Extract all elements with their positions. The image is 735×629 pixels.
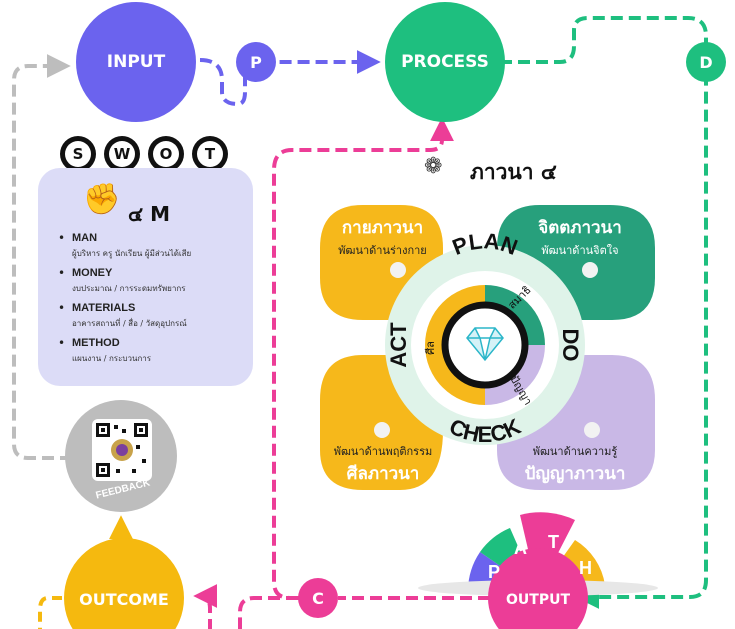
process-node-label: PROCESS: [401, 52, 489, 72]
path-letter-t: T: [548, 532, 559, 552]
connector-process-to-output: [500, 16, 708, 609]
connector-check-to-process: [272, 117, 454, 600]
connector-outcome-left: [38, 596, 62, 629]
petal-bottom-left-title: ศีลภาวนา: [346, 464, 420, 484]
badge-p-circle: [236, 42, 276, 82]
swot-s: S: [60, 136, 96, 172]
connector-to-outcome-arrow: [193, 584, 218, 629]
diamond-icon: [466, 327, 504, 362]
fist-icon: ✊: [83, 182, 121, 217]
pin-bottom-right: [584, 422, 600, 438]
petal-top-left-text: กายภาวนา พัฒนาด้านร่างกาย: [325, 214, 440, 259]
qr-pattern: [96, 423, 148, 477]
petal-top-right-sub: พัฒนาด้านจิตใจ: [541, 244, 619, 257]
petal-bottom-left-sub: พัฒนาด้านพฤติกรรม: [333, 445, 433, 458]
input-node-circle: [76, 2, 196, 122]
four-m-title: ๔ M: [128, 202, 171, 226]
ring-label-act: ACT: [386, 322, 411, 368]
petal-top-left-sub: พัฒนาด้านร่างกาย: [338, 244, 427, 257]
outcome-node-label: OUTCOME: [79, 589, 169, 609]
output-node-label: OUTPUT: [506, 592, 570, 608]
input-node-label: INPUT: [106, 52, 166, 72]
petal-bottom-left-text: พัฒนาด้านพฤติกรรม ศีลภาวนา: [322, 442, 444, 487]
petal-top-right-text: จิตตภาวนา พัฒนาด้านจิตใจ: [515, 214, 645, 259]
petal-top-left-title: กายภาวนา: [341, 218, 424, 238]
path-letter-p: P: [488, 562, 500, 582]
path-letter-a: A: [514, 538, 527, 558]
badge-p: P: [250, 52, 262, 72]
petal-bottom-right-sub: พัฒนาด้านความรู้: [532, 445, 618, 458]
qr-code: [92, 419, 152, 481]
pin-top-right: [582, 262, 598, 278]
lotus-icon: ❁: [424, 154, 443, 179]
swot-w: W: [104, 136, 140, 172]
badge-d-circle: [686, 42, 726, 82]
petal-top-right-title: จิตตภาวนา: [538, 218, 622, 238]
center-core: [441, 301, 529, 389]
badge-c: C: [312, 588, 324, 608]
petal-bottom-right-text: พัฒนาด้านความรู้ ปัญญาภาวนา: [505, 442, 645, 487]
badge-c-circle: [298, 578, 338, 618]
pin-top-left: [390, 262, 406, 278]
ring-label-do: DO: [558, 329, 583, 362]
swot-o: O: [148, 136, 184, 172]
connector-input-to-process: [199, 50, 381, 107]
output-node-circle: [488, 548, 588, 629]
path-letter-h: H: [579, 558, 592, 578]
process-node-circle: [385, 2, 505, 122]
pin-bottom-left: [374, 422, 390, 438]
petal-bottom-right-title: ปัญญาภาวนา: [524, 464, 626, 484]
connector-output-to-outcome: [238, 596, 490, 629]
swot-t: T: [192, 136, 228, 172]
badge-d: D: [699, 52, 713, 72]
bhavana-title: ภาวนา ๔: [470, 160, 557, 184]
inner-label-sila: ศีล: [424, 341, 437, 355]
outcome-node-circle: [64, 538, 184, 629]
